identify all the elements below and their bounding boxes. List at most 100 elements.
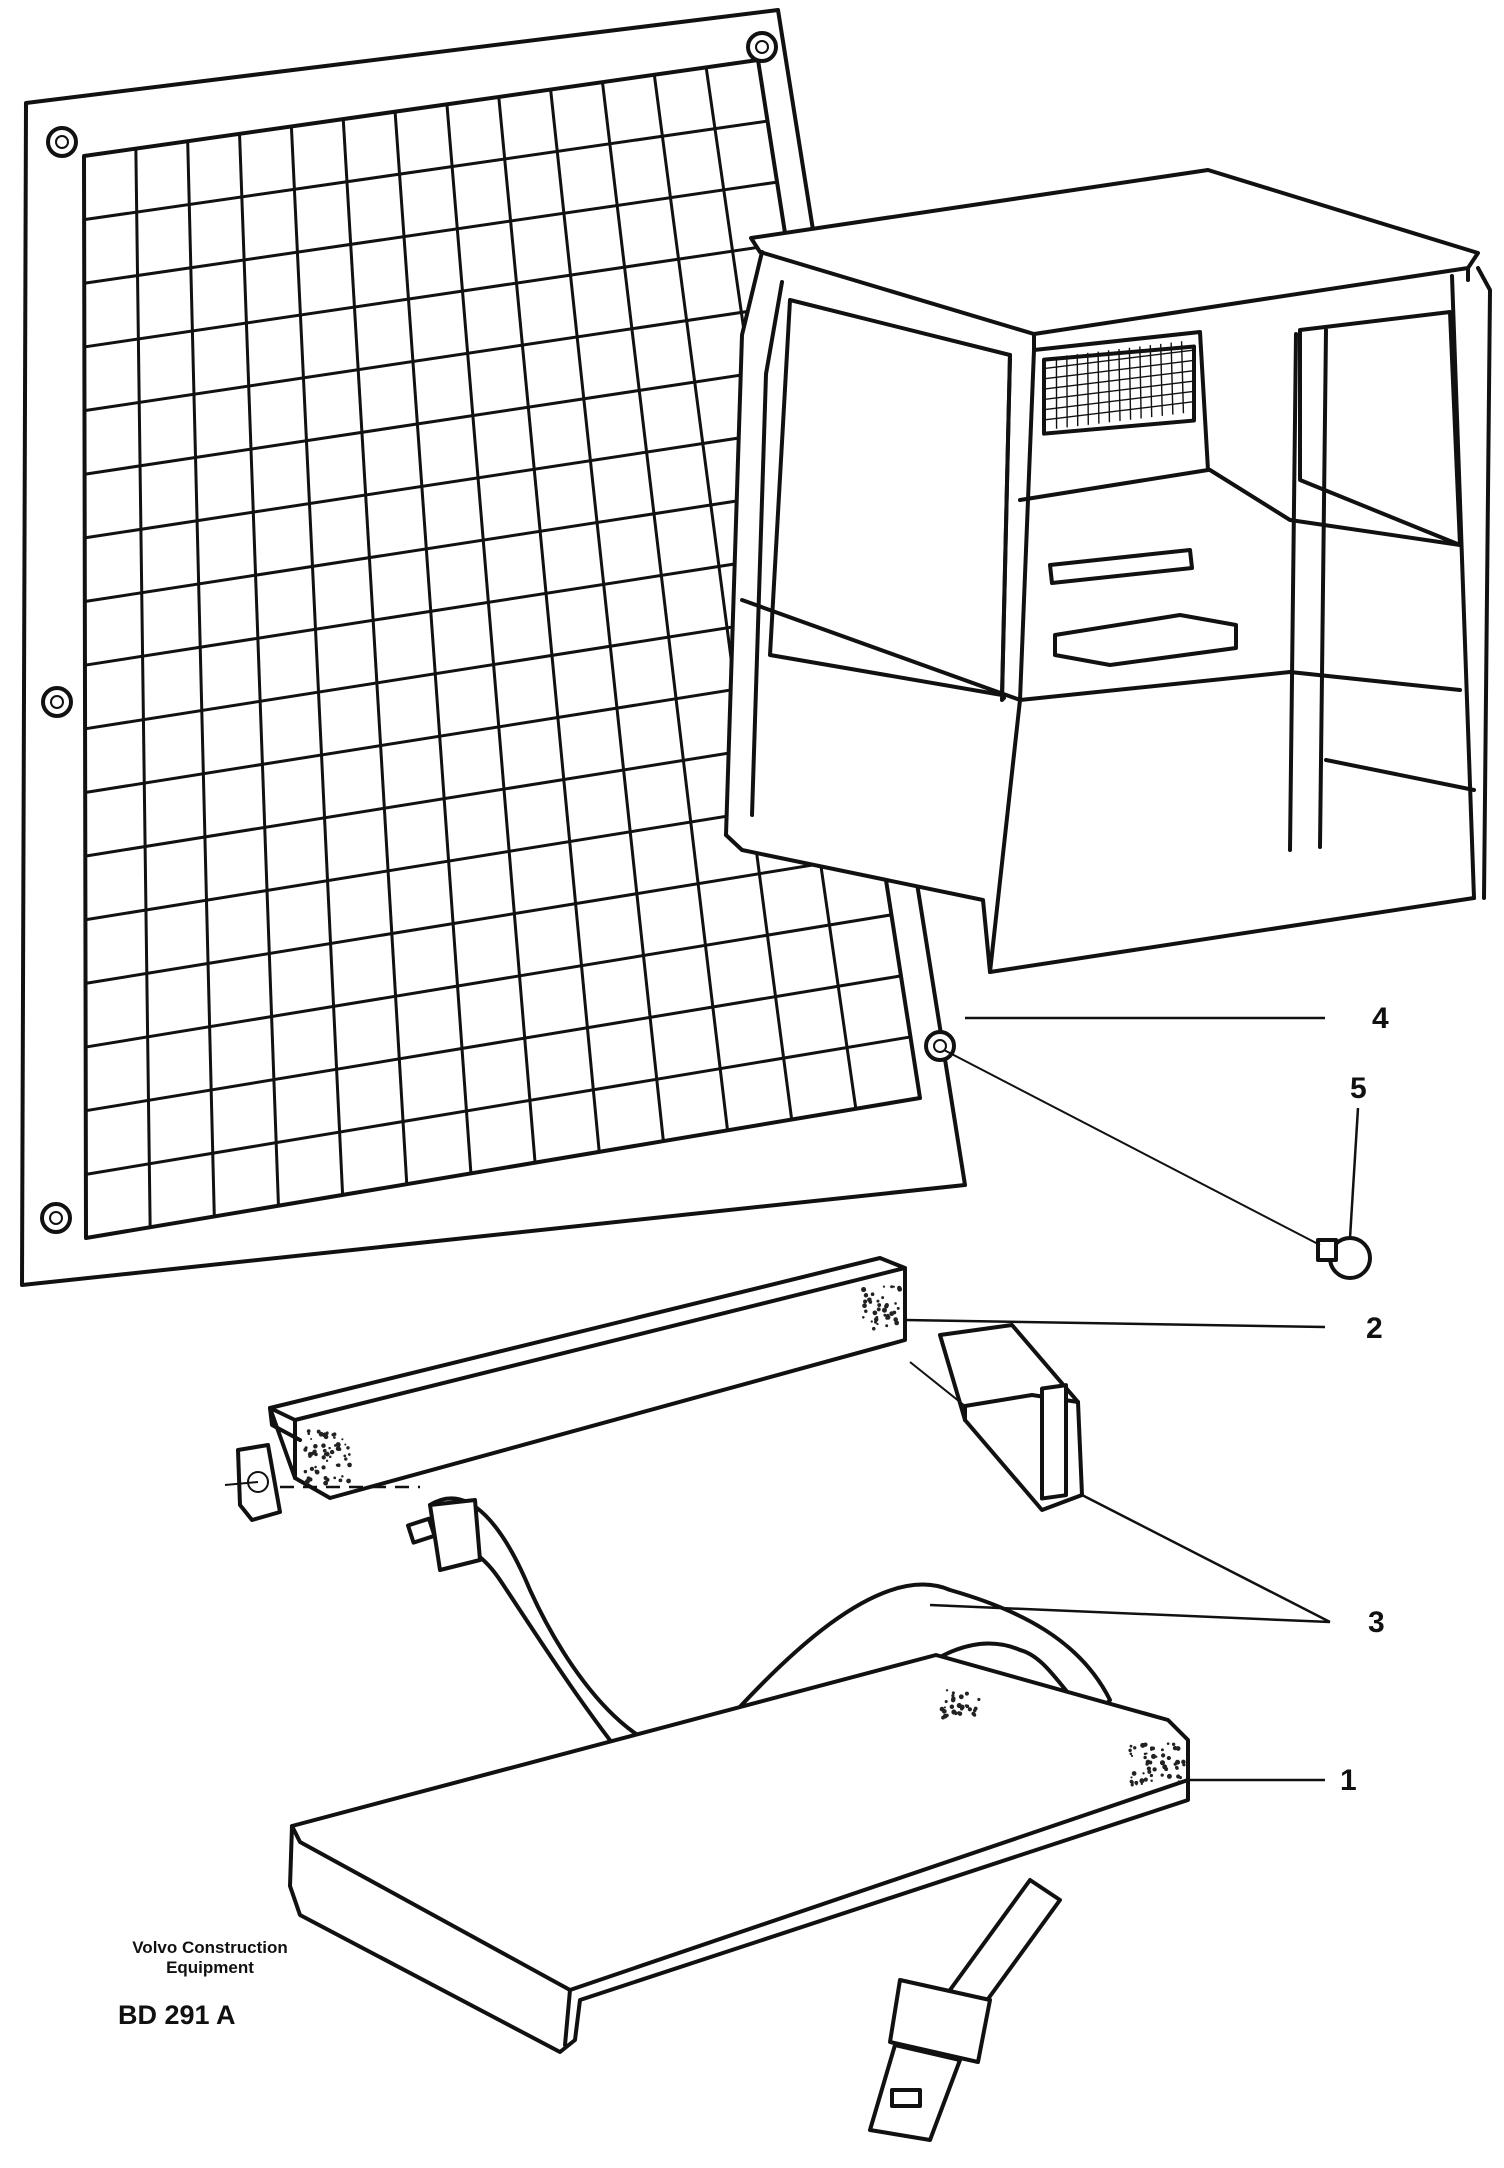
texture-dot [328, 1446, 331, 1450]
texture-dot [977, 1697, 981, 1702]
texture-dot [303, 1447, 308, 1452]
mesh-wire-horizontal [84, 363, 806, 476]
texture-dot [892, 1285, 895, 1288]
cab-mesh-wire [1045, 359, 1193, 380]
texture-dot [314, 1469, 320, 1475]
cab-mesh-wire [1045, 349, 1193, 369]
texture-dot [306, 1429, 311, 1434]
brand-line-1: Volvo Construction [132, 1938, 288, 1957]
texture-dot [1166, 1755, 1171, 1761]
texture-dot [1133, 1746, 1137, 1750]
texture-dot [308, 1477, 313, 1482]
texture-dot [1142, 1772, 1145, 1775]
texture-dot [313, 1444, 318, 1449]
seat-pad [288, 1653, 1190, 2054]
texture-dot [1177, 1780, 1181, 1783]
texture-dot [941, 1715, 945, 1720]
texture-dot [1166, 1742, 1170, 1746]
texture-dot [328, 1455, 332, 1459]
texture-dot [321, 1465, 326, 1470]
texture-dot [314, 1465, 317, 1469]
texture-dot [897, 1285, 902, 1291]
texture-dot [343, 1454, 347, 1458]
texture-dot [1151, 1753, 1157, 1759]
texture-dot [1175, 1759, 1181, 1765]
texture-dot [951, 1694, 955, 1698]
texture-dot [1152, 1767, 1157, 1772]
texture-dot [331, 1433, 335, 1437]
texture-dot [896, 1306, 900, 1310]
callout-labels: 4 5 2 3 1 [1340, 1002, 1389, 1797]
cab-mesh-wire [1180, 341, 1185, 414]
mesh-wire-vertical [393, 111, 473, 1174]
texture-dot [868, 1300, 873, 1304]
callout-3: 3 [1368, 1606, 1385, 1639]
texture-dot [323, 1434, 329, 1440]
texture-dot [335, 1463, 339, 1467]
texture-dot [344, 1457, 348, 1461]
texture-dot [890, 1312, 893, 1315]
texture-dot [335, 1446, 341, 1452]
cab-mesh-wire [1045, 401, 1194, 421]
texture-dot [886, 1313, 890, 1318]
texture-dot [1146, 1766, 1151, 1771]
texture-dot [950, 1698, 956, 1703]
texture-dot [322, 1448, 327, 1453]
texture-dot [863, 1299, 868, 1304]
cab-overview [724, 168, 1492, 974]
texture-dot [1150, 1779, 1153, 1782]
texture-dot [1130, 1776, 1133, 1779]
texture-dot [1155, 1755, 1158, 1758]
texture-dot [308, 1454, 312, 1458]
texture-dot [1171, 1742, 1176, 1747]
backrest-texture [303, 1285, 903, 1486]
texture-dot [1130, 1754, 1134, 1757]
texture-dot [1160, 1748, 1164, 1752]
texture-dot [959, 1704, 965, 1710]
texture-dot [1139, 1778, 1145, 1784]
texture-dot [1164, 1767, 1169, 1772]
mesh-wire-vertical [445, 104, 537, 1163]
texture-dot [346, 1446, 350, 1450]
texture-dot [1182, 1763, 1186, 1767]
mesh-wire-horizontal [84, 241, 787, 349]
texture-dot [864, 1309, 868, 1314]
texture-dot [1178, 1776, 1183, 1780]
texture-dot [1129, 1779, 1134, 1784]
texture-dot [1149, 1773, 1154, 1778]
texture-dot [1175, 1766, 1179, 1770]
texture-dot [1150, 1748, 1153, 1751]
texture-dot [1143, 1777, 1148, 1782]
texture-dot [881, 1296, 885, 1300]
texture-dot [862, 1316, 865, 1319]
texture-dot [346, 1478, 351, 1484]
texture-dot [307, 1432, 311, 1436]
texture-dot [883, 1313, 887, 1317]
texture-dot [1134, 1780, 1139, 1785]
texture-dot [892, 1310, 897, 1315]
texture-dot [325, 1477, 330, 1482]
texture-dot [890, 1285, 894, 1289]
texture-dot [333, 1476, 337, 1480]
texture-dot [316, 1429, 321, 1434]
texture-dot [323, 1480, 329, 1486]
back-rest [268, 1256, 907, 1500]
cab-mesh-wire [1107, 350, 1111, 423]
texture-dot [323, 1452, 327, 1456]
texture-dot [964, 1704, 968, 1707]
texture-dot [1140, 1782, 1143, 1786]
texture-dot [1166, 1773, 1172, 1779]
texture-dot [951, 1691, 955, 1695]
cab-rear-mesh [1045, 341, 1194, 429]
texture-dot [876, 1299, 880, 1303]
texture-dot [972, 1713, 977, 1717]
mesh-wire-horizontal [84, 669, 854, 794]
cab-mesh-wire [1045, 380, 1194, 400]
texture-dot [1129, 1752, 1133, 1756]
mesh-wire-horizontal [85, 913, 892, 1049]
texture-dot [341, 1438, 344, 1441]
texture-dot [341, 1475, 344, 1478]
texture-dot [863, 1293, 869, 1298]
texture-dot [309, 1466, 315, 1472]
